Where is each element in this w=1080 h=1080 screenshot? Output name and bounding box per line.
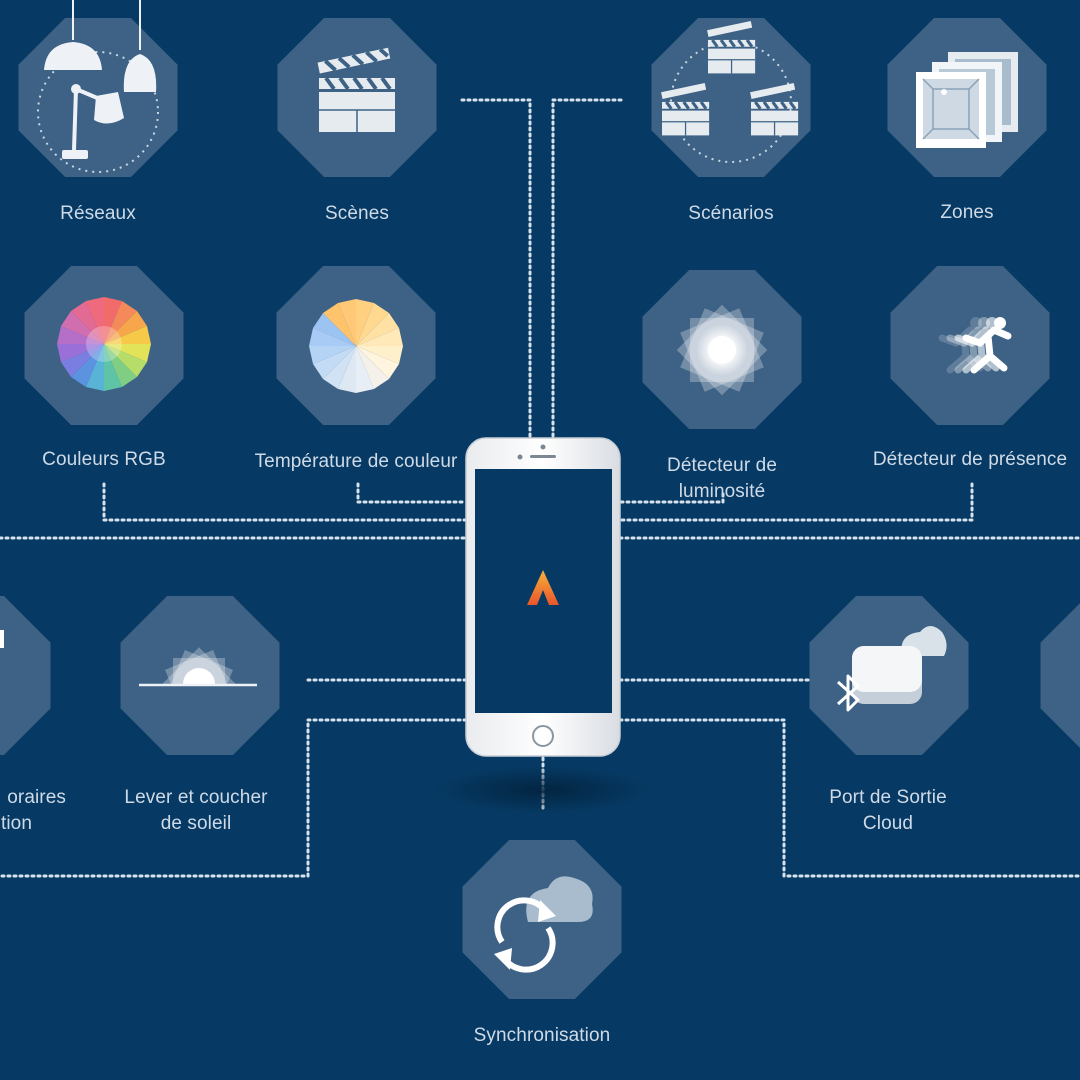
label-plages-line1: oraires xyxy=(7,787,66,808)
pendant-lamps-icon xyxy=(37,0,159,173)
label-scenarios: Scénarios xyxy=(688,203,774,224)
label-couleurs: Couleurs RGB xyxy=(42,449,166,470)
label-zones: Zones xyxy=(940,202,994,223)
connector-right-lower xyxy=(618,718,1080,878)
sync-cloud-icon xyxy=(494,876,593,973)
color-temperature-wheel-icon xyxy=(309,299,403,393)
rooms-icon xyxy=(916,52,1018,148)
connector-scenes xyxy=(460,98,532,442)
connector-temperature xyxy=(356,482,468,504)
connector-couleurs xyxy=(102,482,468,522)
connector-luminosite xyxy=(618,492,725,504)
clock-icon xyxy=(0,630,4,648)
connector-scenarios xyxy=(551,98,623,442)
tile-plages xyxy=(0,596,51,755)
label-sync: Synchronisation xyxy=(473,1025,611,1046)
label-port-line1: Port de Sortie xyxy=(829,787,947,808)
multi-clapperboard-icon xyxy=(661,21,799,163)
label-scenes: Scènes xyxy=(325,203,389,224)
bluetooth-cloud-gateway-icon xyxy=(836,626,947,712)
connector-presence xyxy=(618,482,974,522)
app-logo-icon xyxy=(527,570,559,605)
connector-plages xyxy=(0,718,468,878)
label-luminosite-line1: Détecteur de xyxy=(667,455,777,476)
smartphone xyxy=(433,437,653,814)
tile-right-partial xyxy=(1040,603,1080,748)
label-plages-line2: tion xyxy=(0,813,32,834)
running-person-icon xyxy=(938,317,1012,374)
connector-lines xyxy=(0,98,1080,878)
label-presence: Détecteur de présence xyxy=(872,449,1068,470)
label-temperature: Température de couleur xyxy=(254,451,458,472)
light-burst-icon xyxy=(676,304,768,396)
rgb-wheel-icon xyxy=(57,297,151,391)
label-luminosite-line2: luminosité xyxy=(678,481,766,502)
home-button xyxy=(532,725,554,747)
label-soleil-line1: Lever et coucher xyxy=(124,787,268,808)
label-port-line2: Cloud xyxy=(862,813,914,834)
sunrise-icon xyxy=(139,647,259,724)
clapperboard-icon xyxy=(317,47,395,132)
label-soleil-line2: de soleil xyxy=(160,813,232,834)
label-reseaux: Réseaux xyxy=(60,203,136,224)
